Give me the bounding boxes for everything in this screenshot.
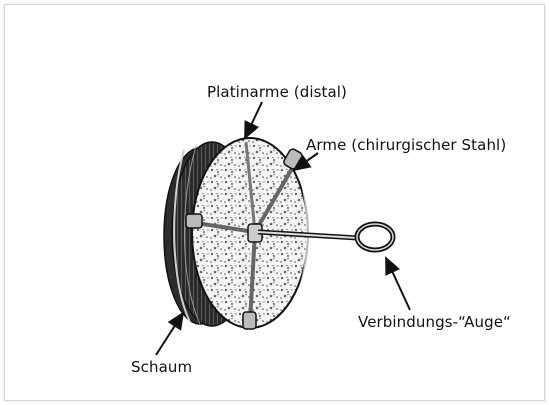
label-connecting-eye: Verbindungs-“Auge“	[358, 313, 511, 331]
label-platinum-arms: Platinarme (distal)	[207, 83, 347, 101]
label-foam: Schaum	[131, 358, 192, 376]
label-steel-arms: Arme (chirurgischer Stahl)	[306, 136, 506, 154]
